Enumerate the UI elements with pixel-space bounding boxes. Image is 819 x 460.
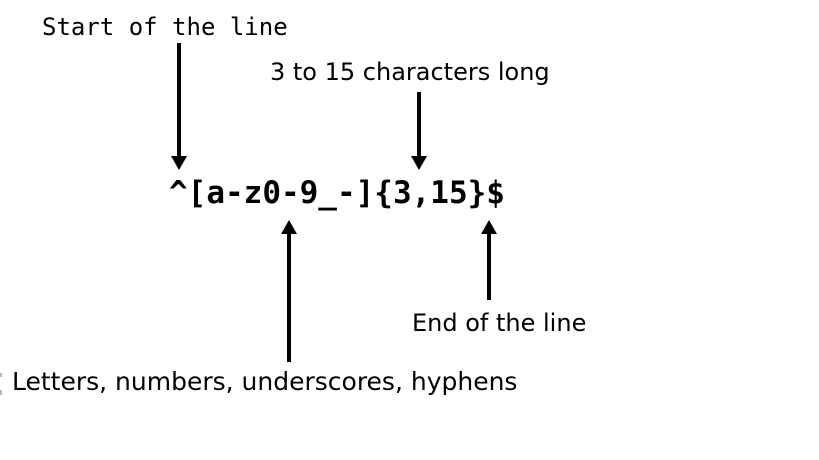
arrow-down-to-quantifier (410, 92, 427, 170)
left-edge-artifact (0, 390, 2, 395)
regex-pattern-text: ^[a-z0-9_-]{3,15}$ (169, 175, 505, 211)
arrow-shaft (416, 92, 421, 156)
arrow-head-icon (280, 220, 297, 234)
arrow-up-to-character-class (280, 220, 297, 362)
length-quantifier-label: 3 to 15 characters long (270, 58, 550, 86)
start-anchor-label: Start of the line (42, 13, 288, 41)
arrow-shaft (286, 234, 291, 362)
arrow-head-icon (410, 156, 427, 170)
arrow-down-to-caret (170, 43, 187, 170)
character-class-label: Letters, numbers, underscores, hyphens (12, 367, 518, 396)
arrow-head-icon (480, 220, 497, 234)
arrow-up-to-dollar (480, 220, 497, 300)
arrow-head-icon (170, 156, 187, 170)
arrow-shaft (176, 43, 181, 156)
arrow-shaft (486, 234, 491, 300)
left-edge-artifact (0, 373, 2, 377)
end-anchor-label: End of the line (412, 309, 587, 337)
